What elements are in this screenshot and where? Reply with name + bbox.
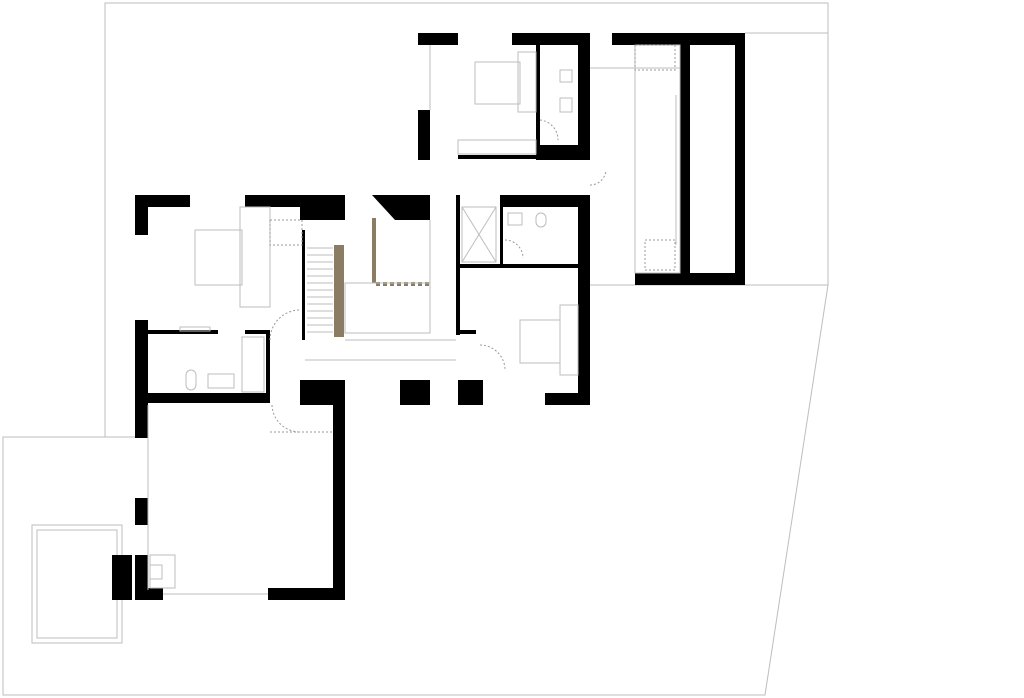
bed-north [474,61,521,105]
stair-marker [418,282,422,286]
fixtures [147,44,681,595]
stair-marker [397,282,401,286]
terrace-outline [31,524,123,644]
stair-marker [404,282,408,286]
stair-marker [425,282,429,286]
stair-marker [411,282,415,286]
bathtub [241,336,265,393]
walls [112,33,745,600]
stair-marker [376,282,380,286]
bed-east [519,319,561,364]
stair-marker [390,282,394,286]
stair-marker [383,282,387,286]
bed-west [194,229,243,286]
shower [461,206,497,263]
door-swings [269,44,676,433]
stair [307,218,429,337]
